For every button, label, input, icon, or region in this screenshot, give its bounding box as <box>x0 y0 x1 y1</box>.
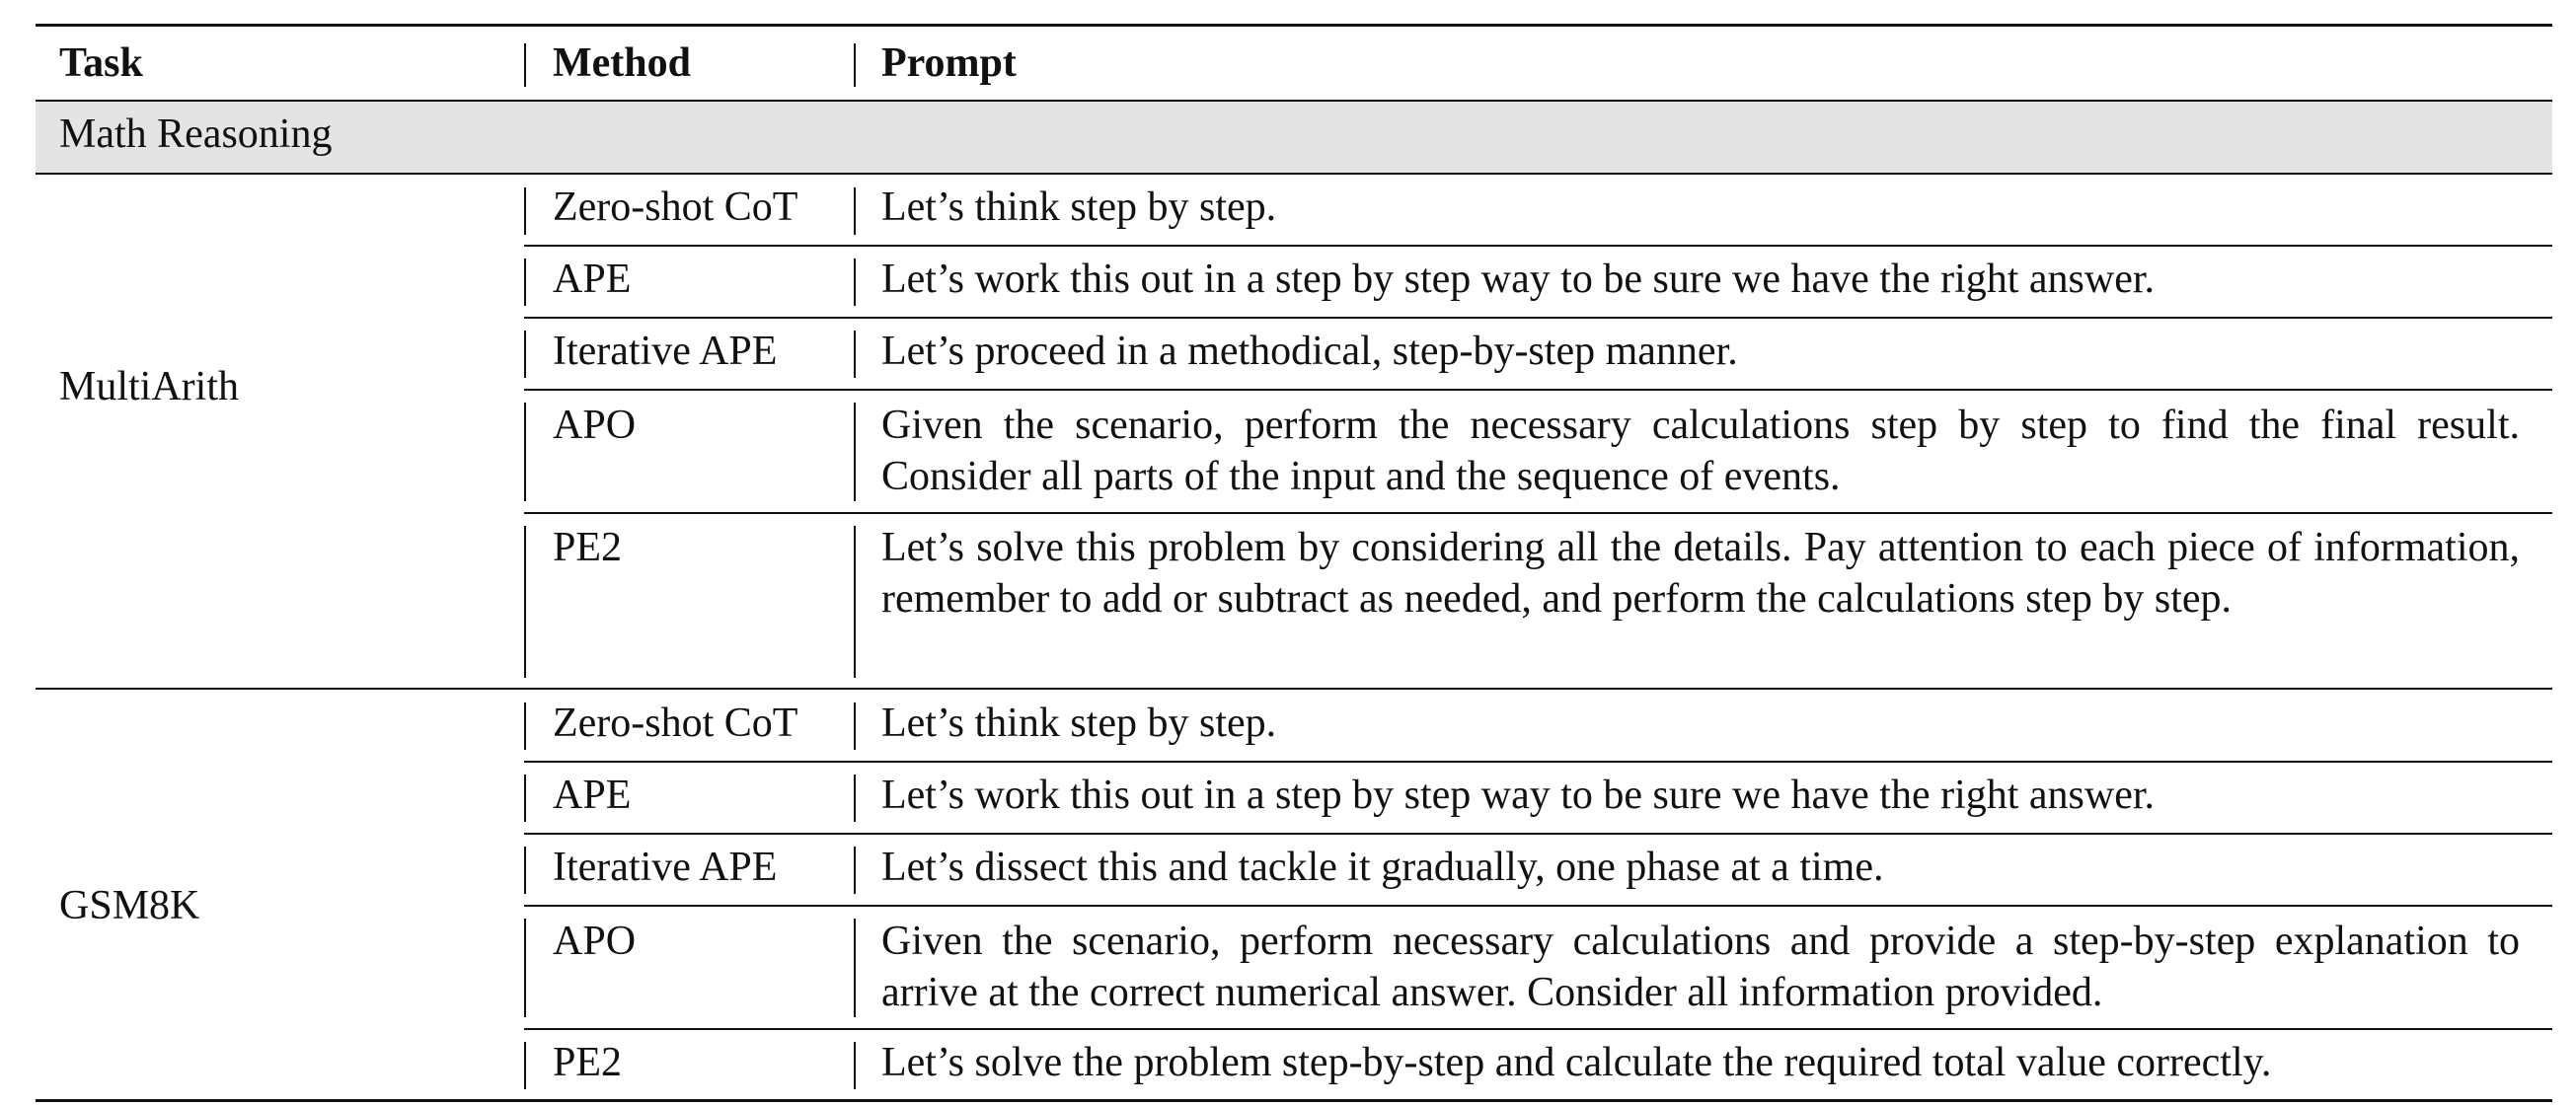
method-divider <box>524 526 526 678</box>
method-divider <box>524 919 526 1017</box>
task-gsm8k: GSM8K <box>59 883 200 928</box>
prompt-divider <box>854 331 856 378</box>
method-cell: APO <box>553 919 637 964</box>
method-divider <box>524 702 526 750</box>
section-label: Math Reasoning <box>59 111 333 157</box>
row-rule <box>524 512 2552 514</box>
prompt-divider <box>854 258 856 306</box>
method-cell: Zero-shot CoT <box>553 701 798 746</box>
header-divider-1 <box>524 43 526 87</box>
top-rule <box>36 24 2552 27</box>
prompt-cell: Given the scenario, perform the necessar… <box>881 403 2520 499</box>
prompt-divider <box>854 1042 856 1089</box>
row-rule <box>524 1028 2552 1030</box>
method-cell: APE <box>553 257 632 302</box>
header-task: Task <box>59 40 143 86</box>
prompt-cell: Let’s proceed in a methodical, step-by-s… <box>881 329 1738 374</box>
section-rule <box>36 173 2552 175</box>
row-rule <box>524 389 2552 391</box>
prompt-divider <box>854 187 856 235</box>
method-divider <box>524 187 526 235</box>
row-rule <box>524 761 2552 763</box>
bottom-rule <box>36 1099 2552 1102</box>
method-divider <box>524 258 526 306</box>
prompt-divider <box>854 775 856 822</box>
prompt-cell: Let’s work this out in a step by step wa… <box>881 773 2156 818</box>
method-cell: PE2 <box>553 525 623 570</box>
prompt-divider <box>854 919 856 1017</box>
header-method: Method <box>553 40 691 86</box>
prompt-divider <box>854 403 856 501</box>
method-divider <box>524 775 526 822</box>
method-divider <box>524 847 526 894</box>
group-rule <box>36 688 2552 690</box>
header-prompt: Prompt <box>881 40 1017 86</box>
method-cell: PE2 <box>553 1040 623 1085</box>
method-divider <box>524 403 526 501</box>
row-rule <box>524 245 2552 247</box>
prompt-cell: Given the scenario, perform necessary ca… <box>881 919 2520 1015</box>
section-band <box>36 102 2552 173</box>
header-rule <box>36 100 2552 102</box>
prompt-cell: Let’s dissect this and tackle it gradual… <box>881 845 1884 890</box>
prompt-cell: Let’s think step by step. <box>881 701 1277 746</box>
row-rule <box>524 317 2552 319</box>
method-divider <box>524 1042 526 1089</box>
prompt-cell: Let’s solve the problem step-by-step and… <box>881 1040 2272 1085</box>
row-rule <box>524 833 2552 835</box>
task-multiarith: MultiArith <box>59 364 240 409</box>
prompt-cell: Let’s solve this problem by considering … <box>881 525 2520 622</box>
prompt-cell: Let’s work this out in a step by step wa… <box>881 257 2156 302</box>
prompt-divider <box>854 702 856 750</box>
prompt-divider <box>854 847 856 894</box>
method-cell: Zero-shot CoT <box>553 184 798 230</box>
method-cell: APO <box>553 403 637 448</box>
method-cell: APE <box>553 773 632 818</box>
method-divider <box>524 331 526 378</box>
prompt-cell: Let’s think step by step. <box>881 184 1277 230</box>
header-divider-2 <box>854 43 856 87</box>
prompt-divider <box>854 526 856 678</box>
row-rule <box>524 905 2552 907</box>
method-cell: Iterative APE <box>553 329 778 374</box>
method-cell: Iterative APE <box>553 845 778 890</box>
